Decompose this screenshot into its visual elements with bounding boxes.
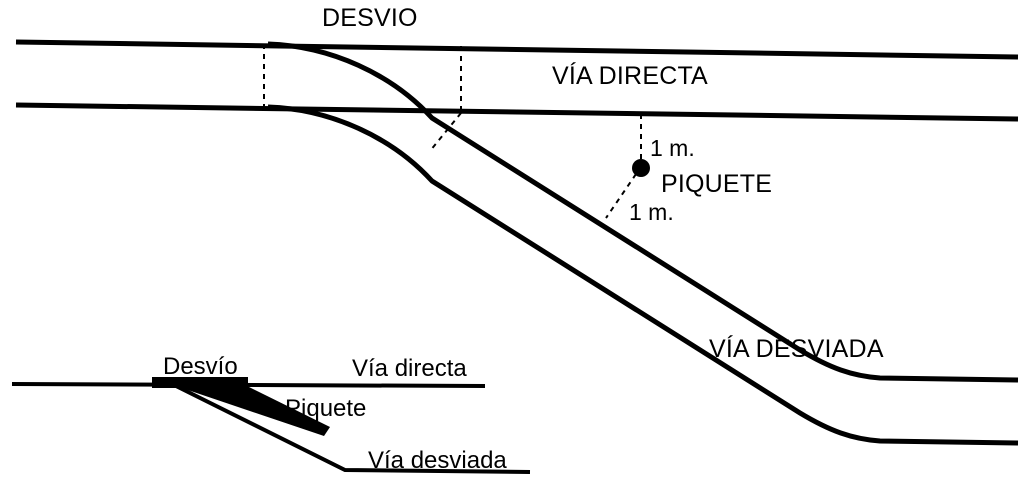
label-measure-top: 1 m. — [650, 135, 695, 161]
label-desvio: DESVIO — [322, 4, 418, 32]
inset-schematic: Desvío Vía directa Piquete Vía desviada — [11, 353, 531, 474]
label-via-directa: VÍA DIRECTA — [552, 61, 708, 90]
inset-main-line — [11, 382, 486, 388]
dashed-line-crossing-diagonal — [429, 112, 462, 152]
inset-piquete-dot — [265, 400, 277, 412]
label-measure-bottom: 1 m. — [629, 199, 674, 225]
dashed-measure-to-diverging-track — [605, 173, 637, 219]
inset-label-piquete: Piquete — [285, 395, 366, 422]
piquete-marker-dot — [632, 159, 650, 177]
inset-diverging-line — [175, 384, 531, 474]
label-piquete: PIQUETE — [661, 170, 772, 198]
inset-switch-bar — [152, 377, 248, 388]
diverging-track-upper-rail — [267, 41, 1019, 383]
inset-point-blade — [176, 386, 330, 436]
label-via-desviada: VÍA DESVIADA — [709, 334, 884, 363]
inset-label-via-directa: Vía directa — [352, 355, 467, 382]
diverging-track-lower-rail — [267, 104, 1019, 446]
main-track-lower-rail — [15, 102, 1019, 122]
inset-label-desvio: Desvío — [163, 353, 238, 380]
inset-label-via-desviada: Vía desviada — [368, 447, 507, 474]
main-track-upper-rail — [15, 39, 1019, 60]
